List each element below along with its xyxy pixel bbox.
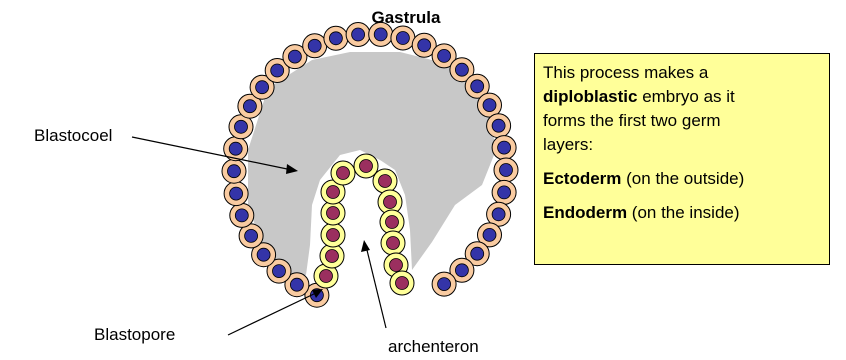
diagram-title: Gastrula	[346, 8, 466, 28]
diploblastic-term: diploblastic	[543, 87, 637, 106]
note-line-1: This process makes a	[543, 61, 821, 85]
endoderm-cell	[320, 244, 344, 268]
endoderm-term: Endoderm	[543, 203, 627, 222]
ectoderm-cell	[492, 180, 516, 204]
endoderm-cell	[373, 169, 397, 193]
ectoderm-cell	[487, 114, 511, 138]
ectoderm-cell	[432, 272, 456, 296]
endoderm-cell	[390, 271, 414, 295]
endoderm-cell	[321, 201, 345, 225]
archenteron-pointer	[366, 246, 386, 328]
blastocoel-label: Blastocoel	[34, 126, 112, 146]
archenteron-arrowhead	[361, 240, 370, 252]
ectoderm-cell	[494, 158, 518, 182]
ectoderm-cell	[222, 159, 246, 183]
note-line-2: diploblastic embryo as it	[543, 85, 821, 109]
endoderm-cell	[381, 231, 405, 255]
note-line-4: layers:	[543, 133, 821, 157]
ectoderm-cell	[224, 182, 248, 206]
blastopore-label: Blastopore	[94, 325, 175, 345]
archenteron-label: archenteron	[388, 337, 479, 357]
blastopore-pointer	[228, 292, 318, 335]
info-note-box: This process makes a diploblastic embryo…	[534, 53, 830, 265]
note-line-3: forms the first two germ	[543, 109, 821, 133]
ectoderm-cell	[324, 26, 348, 50]
ectoderm-cell	[230, 203, 254, 227]
ectoderm-cell	[303, 34, 327, 58]
ectoderm-cell	[492, 136, 516, 160]
ectoderm-cell	[391, 26, 415, 50]
ectoderm-term: Ectoderm	[543, 169, 621, 188]
ectoderm-line: Ectoderm (on the outside)	[543, 167, 821, 191]
endoderm-cell	[331, 161, 355, 185]
endoderm-cell	[321, 223, 345, 247]
endoderm-line: Endoderm (on the inside)	[543, 201, 821, 225]
endoderm-cell	[380, 210, 404, 234]
